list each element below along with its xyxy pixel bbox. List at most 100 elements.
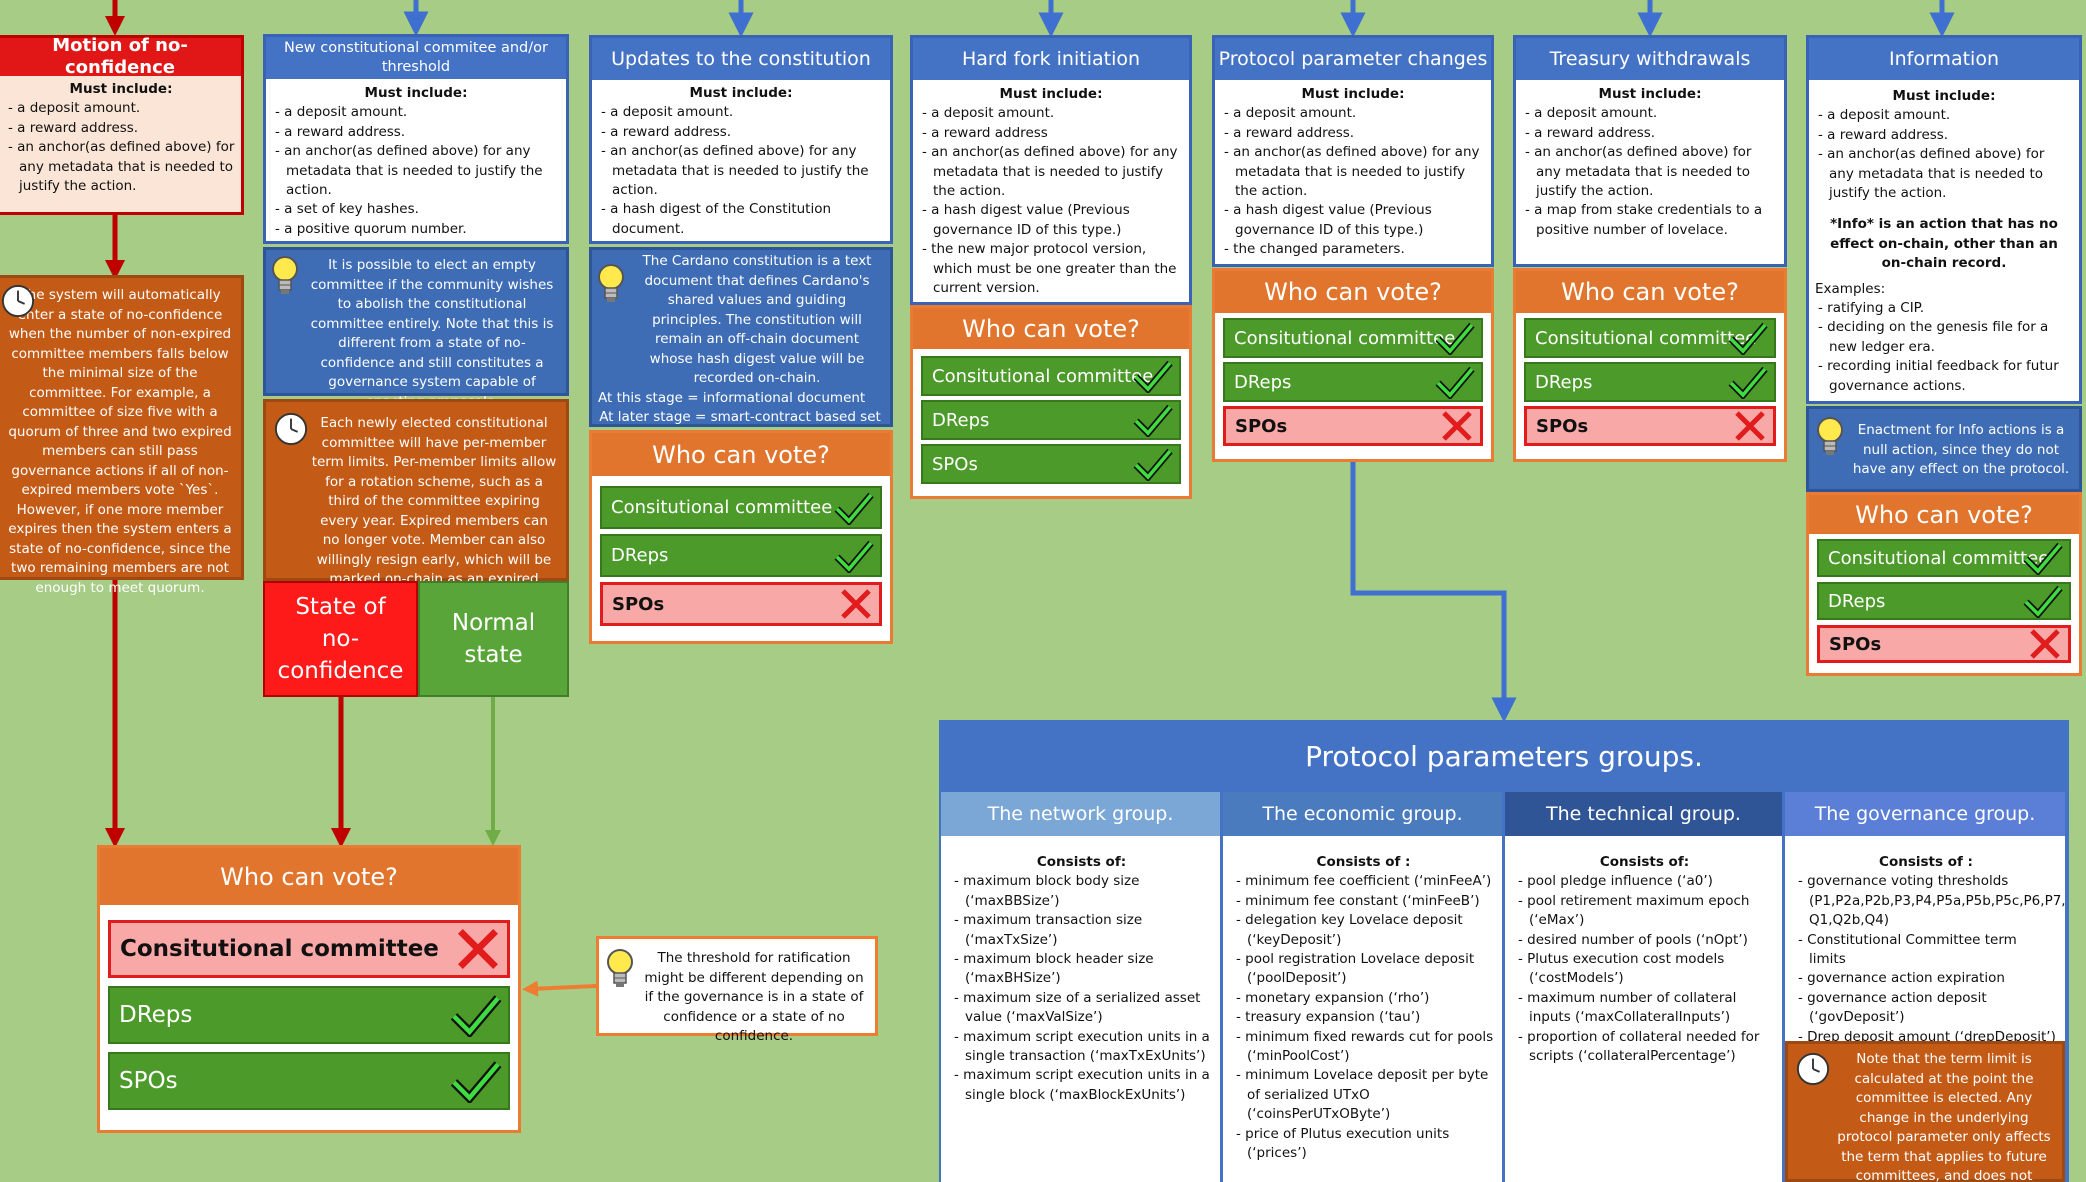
- vote-row-spos: SPOs: [1524, 406, 1776, 446]
- committee-tip: It is possible to elect an empty committ…: [263, 247, 569, 410]
- list-item: - a set of key hashes.: [275, 201, 419, 218]
- must-include-label: Must include:: [689, 85, 793, 101]
- vote-row-dreps: DReps: [1817, 582, 2071, 620]
- list-item: - a hash digest value (Previous governan…: [1224, 202, 1432, 238]
- check-icon: [1435, 366, 1475, 399]
- constitution-tip-stage-now: At this stage = informational document: [598, 389, 866, 406]
- voter-label: DReps: [611, 545, 669, 566]
- constitution-title: Updates to the constitution: [592, 38, 890, 82]
- consists-label: Consists of :: [1316, 854, 1411, 870]
- list-item: - an anchor(as defined above) for any me…: [922, 144, 1178, 200]
- state-no-confidence: State of no-confidence: [263, 581, 418, 697]
- constitution-requirements: - a deposit amount. - a reward address. …: [598, 103, 884, 239]
- list-item: - an anchor(as defined above) for any me…: [8, 139, 235, 195]
- motion-requirements: - a deposit amount. - a reward address. …: [5, 99, 237, 196]
- vote-panel-no-confidence: Who can vote? Consitutional committee DR…: [97, 845, 521, 1133]
- constitution-tip-text: The Cardano constitution is a text docum…: [642, 253, 872, 386]
- lightbulb-icon: [598, 264, 624, 302]
- check-icon: [1133, 448, 1173, 481]
- list-item: - the new major protocol version, which …: [922, 241, 1177, 297]
- cross-icon: [458, 929, 498, 969]
- must-include-label: Must include:: [69, 81, 173, 97]
- voter-label: Consitutional committee: [1535, 327, 1757, 349]
- hardfork-title: Hard fork initiation: [913, 38, 1189, 82]
- consists-label: Consists of:: [1036, 854, 1127, 870]
- state-no-confidence-label: State of no-confidence: [277, 594, 404, 684]
- vote-row-dreps: DReps: [600, 534, 882, 577]
- voter-label: Consitutional committee: [932, 365, 1154, 387]
- vote-title: Who can vote?: [1516, 271, 1784, 313]
- voter-label: SPOs: [932, 453, 978, 475]
- info-tip: Enactment for Info actions is a null act…: [1806, 406, 2082, 492]
- list-item: - Drep deposit amount (‘drepDeposit’): [1798, 1028, 2056, 1045]
- list-item: - Plutus execution cost models (‘costMod…: [1518, 951, 1725, 987]
- cross-icon: [2030, 629, 2060, 659]
- motion-card: Motion of no-confidence Must include: - …: [0, 35, 244, 215]
- must-include-label: Must include:: [1301, 86, 1405, 102]
- vote-row-cc: Consitutional committee: [1817, 539, 2071, 577]
- protocol-requirements: - a deposit amount. - a reward address. …: [1221, 104, 1485, 259]
- state-normal: Normal state: [418, 581, 569, 697]
- consists-label: Consists of :: [1879, 854, 1973, 870]
- list-item: - a deposit amount.: [1818, 107, 1951, 124]
- list-item: - a deposit amount.: [1224, 105, 1357, 122]
- list-item: - governance action deposit (‘govDeposit…: [1798, 989, 1987, 1026]
- clock-icon: [274, 412, 308, 446]
- voter-label: Consitutional committee: [1234, 327, 1456, 349]
- list-item: - a reward address.: [275, 123, 406, 140]
- voter-label: DReps: [119, 1002, 193, 1028]
- info-title: Information: [1809, 38, 2079, 82]
- clock-icon: [1, 284, 35, 318]
- list-item: - pool retirement maximum epoch (‘eMax’): [1518, 892, 1750, 929]
- check-icon: [1728, 322, 1768, 355]
- committee-requirements: - a deposit amount. - a reward address. …: [272, 103, 560, 239]
- group-network-list: - maximum block body size (‘maxBBSize’) …: [951, 872, 1212, 1105]
- vote-row-dreps: DReps: [1223, 362, 1483, 402]
- vote-panel-protocol: Who can vote? Consitutional committee DR…: [1212, 268, 1494, 462]
- list-item: - maximum block body size (‘maxBBSize’): [954, 873, 1140, 909]
- groups-title: Protocol parameters groups.: [1305, 739, 1703, 773]
- motion-note: The system will automatically enter a st…: [0, 275, 244, 596]
- list-item: - treasury expansion (‘tau’): [1236, 1009, 1421, 1026]
- list-item: - proportion of collateral needed for sc…: [1518, 1028, 1760, 1065]
- treasury-title: Treasury withdrawals: [1516, 38, 1784, 82]
- list-item: - an anchor(as defined above) for any me…: [601, 143, 869, 199]
- list-item: - a reward address.: [1818, 126, 1949, 143]
- voter-label: DReps: [1535, 371, 1593, 393]
- list-item: - maximum number of collateral inputs (‘…: [1518, 989, 1737, 1026]
- vote-panel-hardfork: Who can vote? Consitutional committee DR…: [910, 305, 1192, 499]
- committee-tip-text: It is possible to elect an empty committ…: [310, 257, 554, 410]
- committee-note-text: Each newly elected constitutional commit…: [311, 415, 557, 607]
- vote-row-cc: Consitutional committee: [921, 356, 1181, 396]
- vote-row-cc: Consitutional committee: [600, 486, 882, 529]
- check-icon: [450, 1061, 502, 1103]
- list-item: - maximum size of a serialized asset val…: [954, 989, 1201, 1026]
- list-item: - a reward address.: [8, 119, 139, 136]
- voter-label: SPOs: [1235, 415, 1288, 437]
- group-network-title: The network group.: [941, 792, 1220, 836]
- list-item: - an anchor(as defined above) for any me…: [275, 143, 543, 199]
- vote-panel-constitution: Who can vote? Consitutional committee DR…: [589, 430, 893, 644]
- list-item: - a deposit amount.: [275, 104, 408, 121]
- list-item: - a map from stake credentials to a posi…: [1525, 202, 1763, 238]
- cross-icon: [1442, 411, 1472, 441]
- must-include-label: Must include:: [999, 86, 1103, 102]
- list-item: - maximum transaction size (‘maxTxSize’): [954, 912, 1143, 948]
- list-item: - an anchor(as defined above) for any me…: [1818, 146, 2045, 202]
- lightbulb-icon: [607, 949, 633, 987]
- vote-title: Who can vote?: [1809, 495, 2079, 534]
- voter-label: DReps: [932, 409, 990, 431]
- vote-row-spos: SPOs: [1223, 406, 1483, 446]
- motion-title: Motion of no-confidence: [0, 35, 241, 78]
- committee-note: Each newly elected constitutional commit…: [263, 399, 569, 607]
- voter-label: DReps: [1234, 371, 1292, 393]
- group-technical: The technical group. Consists of: - pool…: [1505, 792, 1782, 1182]
- info-requirements: - a deposit amount. - a reward address. …: [1815, 106, 2073, 203]
- group-technical-list: - pool pledge influence (‘a0’) - pool re…: [1515, 872, 1774, 1066]
- constitution-tip: The Cardano constitution is a text docum…: [589, 247, 893, 445]
- list-item: - a hash digest of the Constitution docu…: [601, 201, 832, 237]
- list-item: - the changed parameters.: [1224, 241, 1405, 258]
- vote-title: Who can vote?: [100, 848, 518, 905]
- list-item: - deciding on the genesis file for a new…: [1818, 319, 2049, 355]
